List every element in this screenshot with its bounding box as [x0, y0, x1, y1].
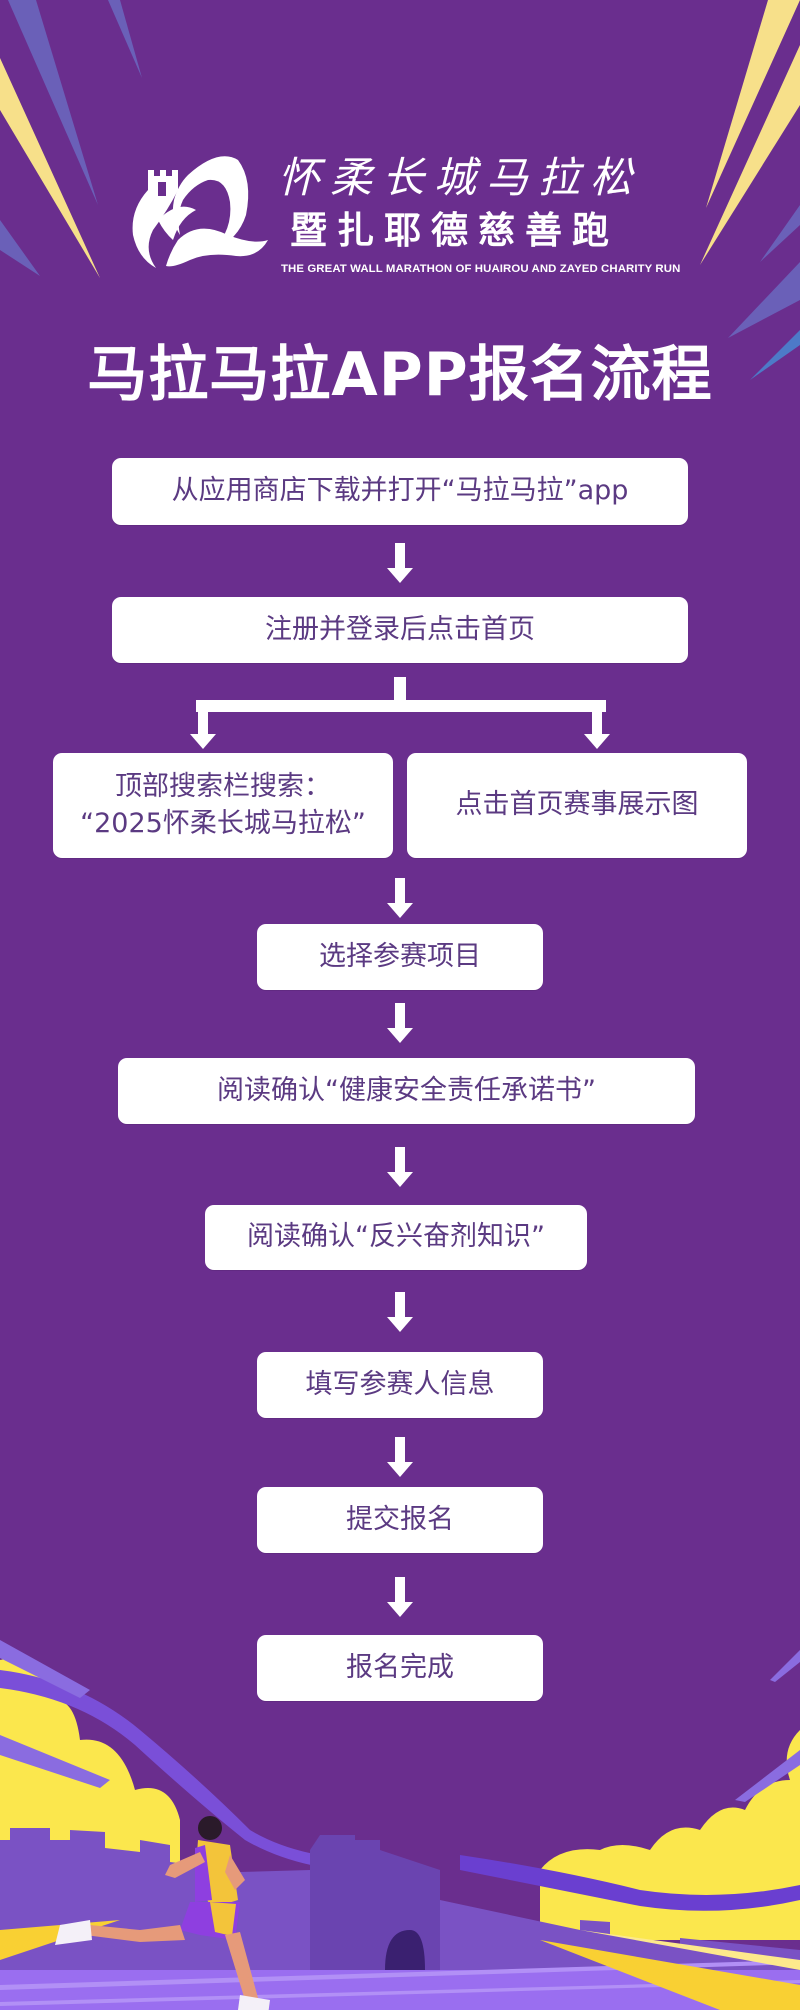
- step-search-bar: 顶部搜索栏搜索： “2025怀柔长城马拉松”: [53, 753, 393, 858]
- step-label-line2: “2025怀柔长城马拉松”: [80, 807, 366, 839]
- step-label: 阅读确认“反兴奋剂知识”: [247, 1221, 545, 1253]
- step-register-login: 注册并登录后点击首页: [112, 597, 688, 663]
- arrow-down-icon: [387, 878, 413, 918]
- stripe-yellow-left: [0, 58, 100, 278]
- step-label: 阅读确认“健康安全责任承诺书”: [217, 1074, 596, 1106]
- stripe-blue-right-3: [750, 330, 800, 380]
- step-label: 报名完成: [346, 1651, 454, 1683]
- arrow-down-icon: [387, 543, 413, 583]
- step-health-commitment: 阅读确认“健康安全责任承诺书”: [118, 1058, 695, 1124]
- page-title: 马拉马拉APP报名流程: [87, 340, 713, 410]
- logo-calligraphy-title: 怀柔长城马拉松: [278, 153, 643, 202]
- decorative-stripes: [0, 0, 800, 380]
- logo-english-tagline: THE GREAT WALL MARATHON OF HUAIROU AND Z…: [281, 263, 681, 275]
- step-submit: 提交报名: [257, 1487, 543, 1553]
- arrow-down-icon: [387, 1147, 413, 1187]
- arrow-down-icon: [387, 1437, 413, 1477]
- stripe-blue-right-2: [728, 262, 800, 338]
- stripe-yellow-right-2: [700, 45, 800, 265]
- step-label: 注册并登录后点击首页: [265, 613, 535, 645]
- arrow-down-icon: [387, 1292, 413, 1332]
- step-label: 提交报名: [346, 1503, 454, 1535]
- stripe-blue-left-3: [0, 220, 40, 276]
- event-logo: 怀柔长城马拉松 暨扎耶德慈善跑 THE GREAT WALL MARATHON …: [118, 140, 681, 280]
- runner-great-wall-illustration: [0, 1640, 800, 2010]
- arrow-down-icon: [387, 1003, 413, 1043]
- logo-brush-mark-icon: [132, 156, 268, 268]
- step-antidoping: 阅读确认“反兴奋剂知识”: [205, 1205, 587, 1270]
- stripe-blue-left-2: [108, 0, 142, 78]
- step-label: 点击首页赛事展示图: [455, 789, 699, 821]
- step-label: 填写参赛人信息: [305, 1368, 495, 1400]
- step-download-app: 从应用商店下载并打开“马拉马拉”app: [112, 458, 688, 525]
- step-fill-info: 填写参赛人信息: [257, 1352, 543, 1418]
- runner-icon: [55, 1816, 270, 2010]
- step-label: 从应用商店下载并打开“马拉马拉”app: [171, 475, 629, 507]
- step-complete: 报名完成: [257, 1635, 543, 1701]
- step-label-line1: 顶部搜索栏搜索：: [115, 771, 331, 803]
- stripe-yellow-right-1: [706, 0, 800, 208]
- step-select-event: 选择参赛项目: [257, 924, 543, 990]
- step-click-banner: 点击首页赛事展示图: [407, 753, 747, 858]
- stripe-blue-right-1: [760, 205, 800, 262]
- logo-subtitle: 暨扎耶德慈善跑: [290, 209, 619, 252]
- step-label: 选择参赛项目: [319, 940, 481, 972]
- stripe-blue-left-1: [8, 0, 98, 205]
- arrow-down-icon: [387, 1577, 413, 1617]
